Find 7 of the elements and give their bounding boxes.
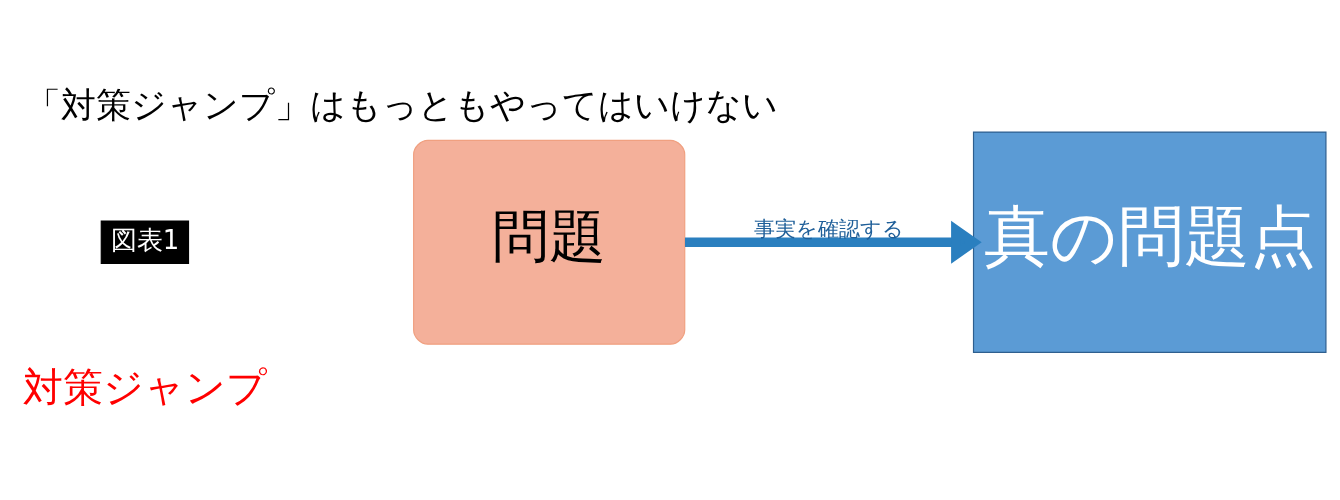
edge-label: 事実を確認する	[754, 215, 905, 241]
diagram-title: 「対策ジャンプ」はもっともやってはいけない	[26, 83, 779, 125]
arrow	[685, 220, 982, 264]
label: 対策ジャンプ	[22, 363, 267, 410]
node-box: 真の問題点	[972, 130, 1327, 353]
node-box: 問題	[413, 139, 686, 345]
label: 図表1	[110, 224, 180, 255]
